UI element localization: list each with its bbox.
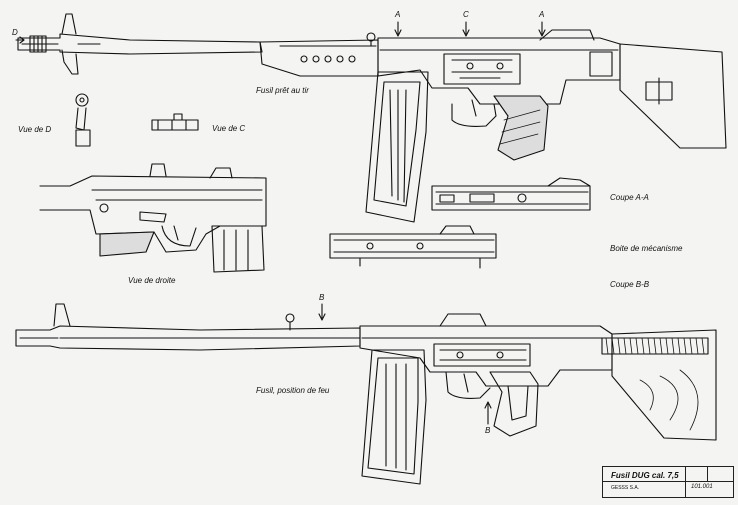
label-coupe-aa: Coupe A-A (610, 193, 649, 202)
label-fusil-pret: Fusil prêt au tir (256, 86, 309, 95)
section-marks-bottom (318, 303, 492, 425)
mark-b-bottom: B (485, 426, 491, 435)
section-aa-detail (431, 177, 591, 211)
view-c-part (151, 113, 199, 131)
title-sub: GESSS S.A. (611, 485, 640, 491)
mark-a-left: A (395, 10, 401, 19)
label-vue-droite: Vue de droite (128, 276, 176, 285)
label-fusil-feu: Fusil, position de feu (256, 386, 330, 395)
rifle-top-view (17, 13, 727, 223)
mark-d: D (12, 28, 18, 37)
label-boite-mecanisme: Boite de mécanisme (610, 244, 683, 253)
title-text: Fusil DUG cal. 7,5 (611, 471, 679, 480)
drawing-number: 101.001 (691, 484, 713, 490)
label-vue-c: Vue de C (212, 124, 246, 133)
mark-a-right: A (539, 10, 545, 19)
section-marks-top (15, 21, 546, 44)
mechanism-box-detail (329, 225, 497, 269)
view-right-detail (39, 163, 267, 273)
view-d-sight (75, 93, 91, 147)
label-coupe-bb: Coupe B-B (610, 280, 650, 289)
mark-b-top: B (319, 293, 325, 302)
rifle-bottom-view (15, 303, 717, 485)
title-block: Fusil DUG cal. 7,5 GESSS S.A. 101.001 (602, 466, 734, 498)
mark-c: C (463, 10, 469, 19)
label-vue-d: Vue de D (18, 125, 52, 134)
